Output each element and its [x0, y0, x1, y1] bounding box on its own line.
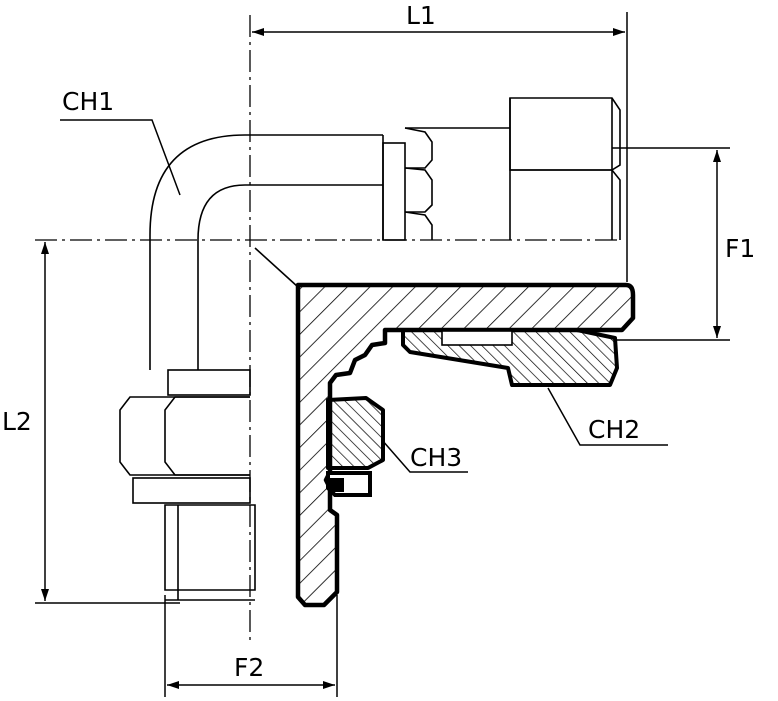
dimension-lines: [35, 12, 730, 697]
center-lines: [35, 15, 620, 640]
label-l2: L2: [2, 407, 32, 436]
label-ch1: CH1: [62, 87, 114, 116]
section-body: [295, 282, 636, 608]
ch3-part: [326, 396, 385, 470]
lower-body: [119, 247, 299, 601]
label-ch2: CH2: [588, 415, 640, 444]
seal-mark: [330, 478, 344, 492]
label-ch3: CH3: [410, 443, 462, 472]
label-l1: L1: [406, 1, 436, 30]
label-f2: F2: [234, 653, 264, 682]
elbow-tube: [149, 97, 621, 370]
label-f1: F1: [725, 234, 755, 263]
ch2-gap: [441, 330, 513, 346]
